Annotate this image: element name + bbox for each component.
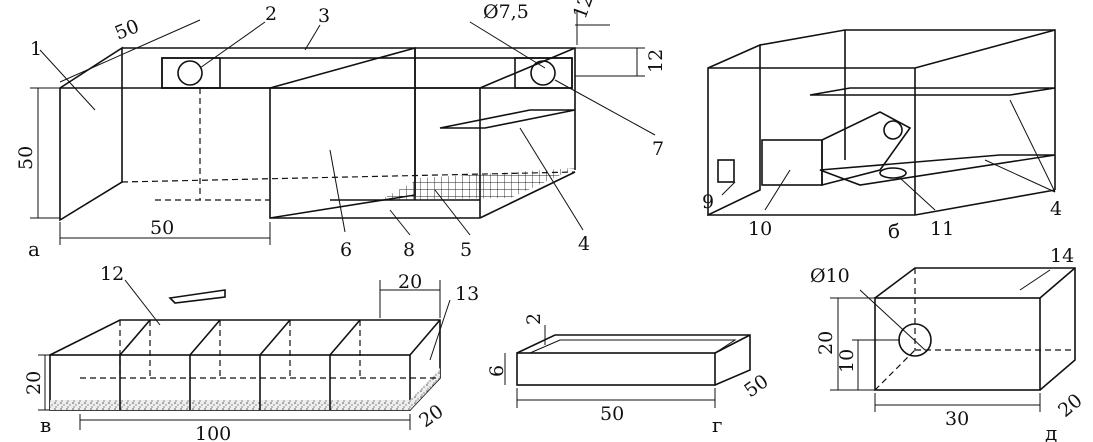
entry-hole-right (530, 60, 556, 86)
panel-v-nest-box: 12 13 20 20 100 20 в (23, 263, 479, 442)
callout-10: 10 (748, 218, 772, 240)
mesh-wall (59, 46, 123, 222)
panel-b-cage-interior: 9 10 11 4 б (702, 29, 1062, 243)
lid-handle (168, 289, 226, 304)
entry-hole-left (177, 60, 203, 86)
callout-2: 2 (265, 3, 277, 25)
callout-5: 5 (460, 239, 472, 261)
callout-8: 8 (403, 239, 415, 261)
panel-label-b: б (888, 219, 900, 243)
panel-label-v: в (40, 413, 51, 437)
callout-4b: 4 (1050, 198, 1062, 220)
hole-frame-right (514, 57, 573, 89)
callout-9: 9 (702, 191, 714, 213)
hole-frame-left (161, 57, 221, 89)
nest-box (761, 139, 823, 186)
callout-1: 1 (30, 38, 42, 60)
dim-depth-g: 50 (740, 370, 772, 402)
floor-mesh (380, 168, 575, 200)
callout-6: 6 (340, 239, 352, 261)
dim-depth-v: 20 (415, 400, 447, 432)
dim-height-g: 6 (486, 365, 508, 377)
dim-bottom-width: 50 (150, 217, 174, 239)
dim-hole-d: Ø10 (810, 265, 850, 287)
water-bowl (879, 167, 907, 179)
callout-3: 3 (318, 5, 330, 27)
dim-frame-height: 12 (645, 49, 667, 73)
dim-hole: Ø7,5 (483, 1, 529, 23)
dim-depth-d: 20 (1054, 389, 1087, 421)
dim-section: 20 (398, 271, 422, 293)
callout-14: 14 (1050, 245, 1074, 267)
dim-height: 50 (15, 146, 37, 170)
panel-a-cage: 50 50 50 Ø7,5 12 12 1 2 3 4 5 6 7 8 а (15, 0, 667, 261)
dim-height-d: 20 (815, 331, 837, 355)
panel-label-d: д (1045, 421, 1057, 442)
dim-width-d: 30 (945, 408, 969, 430)
callout-7: 7 (652, 138, 664, 160)
mesh-wall (707, 43, 761, 217)
callout-13: 13 (455, 283, 479, 305)
dim-length: 100 (195, 423, 231, 442)
panel-g-tray: 2 6 50 50 г (486, 313, 773, 437)
dim-height-v: 20 (23, 371, 45, 395)
panel-label-g: г (712, 413, 722, 437)
dim-frame-depth: 12 (569, 0, 598, 22)
callout-12: 12 (100, 263, 124, 285)
panel-d-house: Ø10 14 20 10 30 20 д (810, 245, 1087, 442)
panel-label-a: а (28, 237, 40, 261)
dim-length-g: 50 (600, 403, 624, 425)
dim-top-width: 50 (112, 15, 143, 44)
callout-4: 4 (578, 233, 590, 255)
callout-11: 11 (930, 218, 954, 240)
dim-hole-height: 10 (836, 349, 858, 373)
feeder (717, 159, 735, 183)
partition (269, 46, 416, 219)
dim-rim: 2 (523, 313, 545, 325)
